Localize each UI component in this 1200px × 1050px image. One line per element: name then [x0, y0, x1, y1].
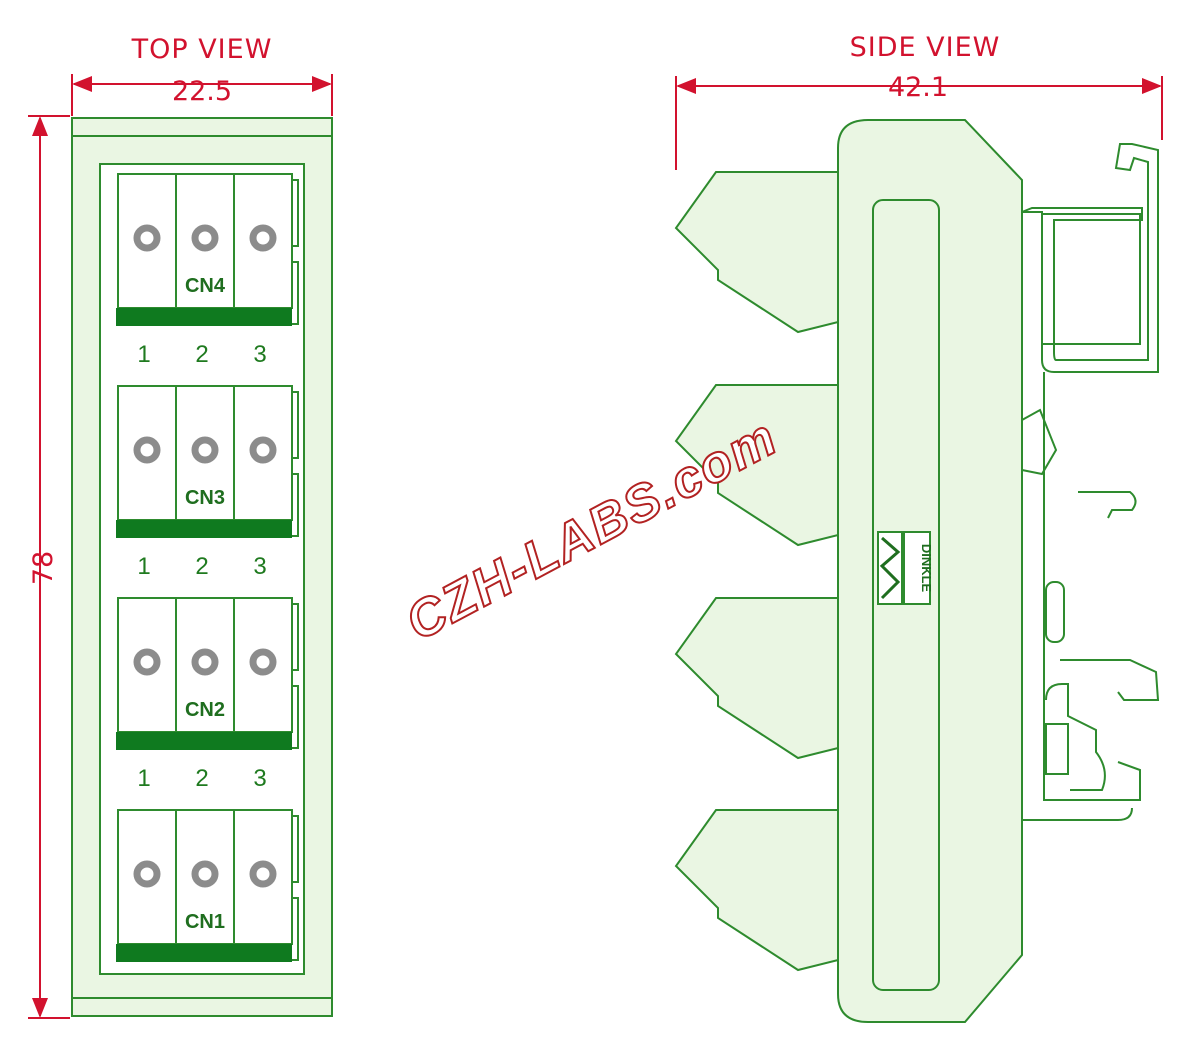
side-view: SIDE VIEW 42.1 DINKLE — [674, 32, 1163, 1023]
screw-icon — [249, 648, 277, 676]
connector-label: CN2 — [185, 699, 225, 721]
terminal-bar — [116, 732, 292, 750]
connector-label: CN1 — [185, 911, 225, 933]
top-height-dimension: 78 — [28, 551, 59, 585]
pin-number: 1 — [137, 553, 150, 580]
terminal-wedge — [674, 809, 839, 988]
connector-label: CN3 — [185, 487, 225, 509]
terminal-block: CN1 — [116, 809, 299, 962]
screw-icon — [191, 436, 219, 464]
connector-label: CN4 — [185, 275, 226, 297]
screw-icon — [191, 860, 219, 888]
screw-icon — [249, 436, 277, 464]
screw-icon — [133, 224, 161, 252]
terminal-bar — [116, 308, 292, 326]
pin-number: 3 — [253, 341, 266, 368]
pin-number: 3 — [253, 765, 266, 792]
terminal-wedge — [674, 384, 839, 563]
terminal-wedges — [674, 171, 839, 988]
screw-icon — [249, 224, 277, 252]
side-view-title: SIDE VIEW — [850, 32, 1001, 63]
dinkle-logo: DINKLE — [877, 531, 934, 605]
pin-number: 3 — [253, 553, 266, 580]
pin-number: 1 — [137, 765, 150, 792]
pin-number: 2 — [195, 341, 208, 368]
terminal-block: CN4 1 2 3 — [116, 173, 299, 368]
brand-label: DINKLE — [919, 544, 934, 593]
terminal-block: CN2 1 2 3 — [116, 597, 299, 792]
screw-icon — [133, 648, 161, 676]
terminal-block: CN3 1 2 3 — [116, 385, 299, 580]
terminal-bar — [116, 944, 292, 962]
screw-icon — [191, 648, 219, 676]
pin-number: 2 — [195, 765, 208, 792]
terminal-bar — [116, 520, 292, 538]
din-rail-clip — [1021, 143, 1160, 821]
terminal-wedge — [674, 171, 839, 350]
terminal-wedge — [674, 597, 839, 776]
pin-number: 2 — [195, 553, 208, 580]
screw-icon — [133, 860, 161, 888]
side-width-dimension: 42.1 — [888, 72, 948, 103]
screw-icon — [249, 860, 277, 888]
pin-number: 1 — [137, 341, 150, 368]
screw-icon — [191, 224, 219, 252]
top-width-dimension: 22.5 — [172, 76, 232, 107]
screw-icon — [133, 436, 161, 464]
top-view-title: TOP VIEW — [131, 34, 273, 65]
terminal-cell — [117, 385, 177, 521]
